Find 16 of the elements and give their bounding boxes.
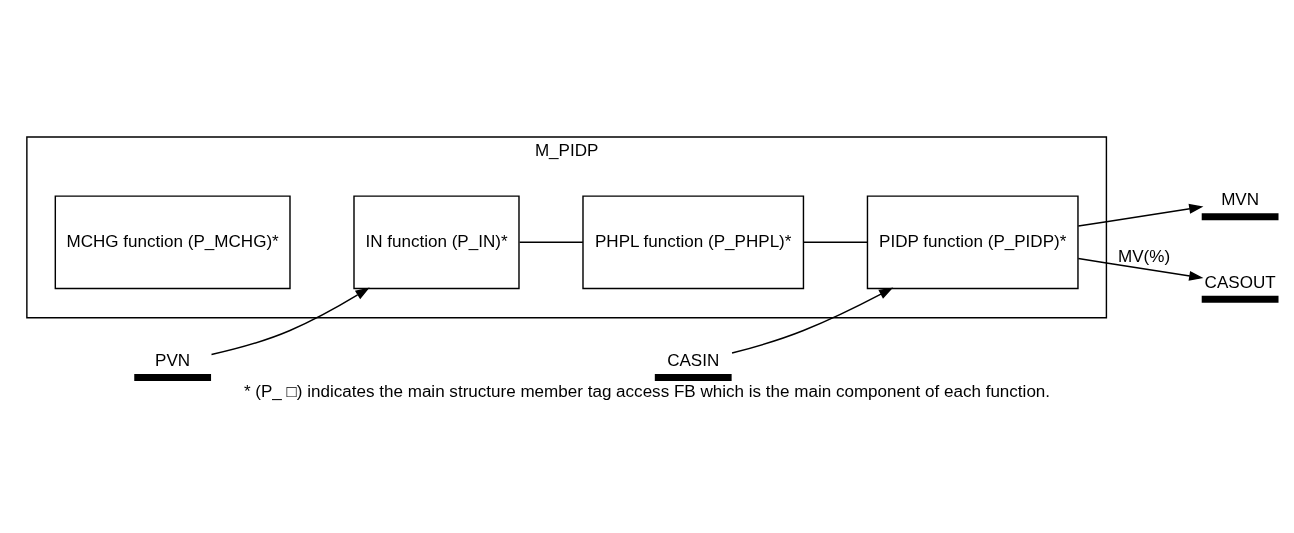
arrow [1077, 203, 1204, 227]
connector [518, 241, 584, 244]
edge-label: MV(%) [1118, 246, 1171, 266]
node-text: CASOUT [1204, 272, 1276, 292]
node-box: PIDP function (P_PIDP)* [866, 195, 1079, 290]
node-box: PHPL function (P_PHPL)* [582, 195, 805, 290]
node-text: MVN [1221, 190, 1260, 210]
node-box: MCHG function (P_MCHG)* [54, 195, 291, 290]
arrow [1077, 257, 1204, 281]
node-text: CASIN [667, 351, 720, 371]
node-text: PVN [155, 351, 191, 371]
arrow [210, 287, 370, 356]
connector [802, 241, 869, 244]
node-box: IN function (P_IN)* [353, 195, 520, 290]
caption: * (P_ □) indicates the main structure member tag access FB which is the main component of each function. [243, 381, 1051, 401]
arrow [731, 287, 894, 354]
